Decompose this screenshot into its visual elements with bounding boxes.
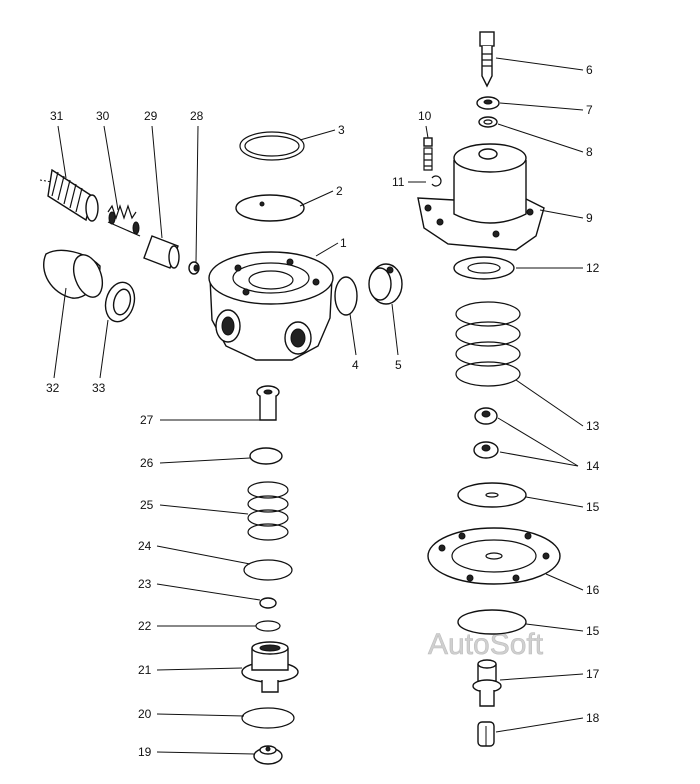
part-3-snap-ring xyxy=(239,131,305,161)
part-1-housing xyxy=(208,251,334,361)
part-28-pin xyxy=(188,261,200,275)
part-5-plug xyxy=(368,263,403,305)
callout-20: 20 xyxy=(138,707,152,721)
part-18-pin xyxy=(477,721,495,747)
callout-23: 23 xyxy=(138,577,152,591)
callout-6: 6 xyxy=(586,63,593,77)
part-13-spring xyxy=(455,301,521,387)
part-12-washer xyxy=(453,256,515,280)
callout-21: 21 xyxy=(138,663,152,677)
part-29-plunger xyxy=(143,235,180,269)
callout-33: 33 xyxy=(92,381,106,395)
callout-12: 12 xyxy=(586,261,600,275)
part-32-cap xyxy=(43,249,104,299)
part-19-plug xyxy=(253,745,283,765)
leader-lines xyxy=(53,57,584,755)
callout-7: 7 xyxy=(586,103,593,117)
part-8-washer xyxy=(478,116,498,128)
callout-15-upper: 15 xyxy=(586,500,600,514)
callout-5: 5 xyxy=(395,358,402,372)
callout-11: 11 xyxy=(392,175,405,189)
part-7-nut xyxy=(476,96,500,110)
callout-2: 2 xyxy=(336,184,343,198)
callout-14: 14 xyxy=(586,459,600,473)
callout-30: 30 xyxy=(96,109,110,123)
callout-4: 4 xyxy=(352,358,359,372)
part-17-stem xyxy=(472,659,502,707)
part-15-upper-plate xyxy=(457,482,527,508)
part-6-bolt xyxy=(479,31,495,88)
callout-16: 16 xyxy=(586,583,600,597)
callout-labels: 31 30 29 28 3 2 1 4 5 32 33 6 7 8 9 10 1… xyxy=(46,63,600,759)
part-15-lower-plate xyxy=(457,609,527,635)
callout-13: 13 xyxy=(586,419,600,433)
part-27-valve xyxy=(256,385,280,421)
part-33-ring xyxy=(104,281,136,323)
callout-15-lower: 15 xyxy=(586,624,600,638)
part-11-clip xyxy=(431,175,442,187)
callout-25: 25 xyxy=(140,498,154,512)
part-16-diaphragm xyxy=(427,527,561,585)
callout-8: 8 xyxy=(586,145,593,159)
callout-32: 32 xyxy=(46,381,60,395)
callout-31: 31 xyxy=(50,109,64,123)
part-21-seat xyxy=(241,641,299,693)
callout-28: 28 xyxy=(190,109,204,123)
callout-10: 10 xyxy=(418,109,432,123)
callout-26: 26 xyxy=(140,456,154,470)
callout-29: 29 xyxy=(144,109,158,123)
part-22-oring xyxy=(255,620,281,632)
part-4-oring xyxy=(334,276,358,316)
callout-18: 18 xyxy=(586,711,600,725)
part-20-snap-ring xyxy=(241,707,295,729)
part-14-nuts xyxy=(473,407,499,459)
callout-17: 17 xyxy=(586,667,600,681)
callout-22: 22 xyxy=(138,619,152,633)
callout-27: 27 xyxy=(140,413,154,427)
callout-3: 3 xyxy=(338,123,345,137)
callout-9: 9 xyxy=(586,211,593,225)
part-30-spring xyxy=(107,204,141,237)
callout-24: 24 xyxy=(138,539,152,553)
part-25-spring xyxy=(247,481,289,541)
part-2-disc xyxy=(235,194,305,222)
part-26-ring xyxy=(249,447,283,465)
callout-1: 1 xyxy=(340,236,347,250)
part-24-ring xyxy=(243,559,293,581)
part-10-screw xyxy=(423,137,433,171)
part-31-bellows xyxy=(39,168,99,222)
part-23-ball xyxy=(259,597,277,609)
callout-19: 19 xyxy=(138,745,152,759)
part-9-cover xyxy=(417,143,545,251)
